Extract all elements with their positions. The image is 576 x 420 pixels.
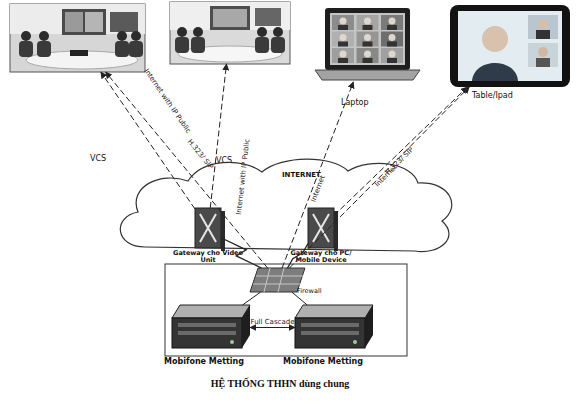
video-room-shape [10, 4, 145, 72]
cable-link [221, 238, 261, 268]
network-link [106, 72, 268, 268]
tablet-shape [450, 5, 570, 87]
node-label: Mobifone Metting [283, 357, 363, 366]
edge-label: Internet with IP Public [142, 67, 192, 134]
laptop: Laptop [315, 8, 420, 82]
edge-label: Internet with IP Public [235, 139, 252, 216]
node-label: Firewall [297, 288, 322, 295]
cable-link [243, 292, 261, 305]
node-label: VCS [90, 154, 106, 163]
network-link [282, 82, 353, 268]
tablet: Table/Ipad [450, 5, 570, 87]
firewall: Firewall [250, 268, 305, 292]
firewall-shape [250, 268, 305, 292]
internet-cloud-shape [110, 155, 460, 255]
edge-label: Full Cascade [251, 318, 295, 326]
node-label: Gateway cho PC/ Mobile Device [286, 250, 356, 265]
node-label: Mobifone Metting [164, 357, 244, 366]
cable-link [250, 327, 295, 328]
network-link [101, 72, 195, 209]
server-shape [172, 305, 250, 350]
internet-cloud: INTERNET Gateway cho Video Unit Gateway ch… [110, 155, 460, 255]
caption: HỆ THỐNG THHN dùng chung [150, 378, 410, 389]
network-link [210, 64, 226, 208]
network-link [289, 87, 469, 268]
node-label: Laptop [341, 98, 369, 107]
video-room: VCS [10, 4, 145, 72]
gateway: Gateway cho PC/ Mobile Device [308, 208, 334, 248]
server: Mobifone Metting [295, 305, 373, 350]
server-enclosure [165, 264, 407, 356]
gateway-shape [195, 208, 221, 248]
node-label: INTERNET [282, 171, 321, 179]
laptop-shape [315, 8, 420, 82]
node-label: Table/Ipad [472, 91, 513, 100]
gateway-shape [308, 208, 334, 248]
server: Mobifone Metting [172, 305, 250, 350]
edge-label: Internet [309, 174, 326, 203]
cable-link [292, 292, 307, 305]
cable-link [288, 244, 308, 268]
node-label: Gateway cho Video Unit [168, 250, 248, 265]
video-room-shape [170, 2, 290, 64]
network-link [334, 87, 467, 215]
gateway: Gateway cho Video Unit [195, 208, 221, 248]
edge-label: H.323/ SIP [186, 138, 215, 171]
video-room: VCS [170, 2, 290, 64]
server-shape [295, 305, 373, 350]
